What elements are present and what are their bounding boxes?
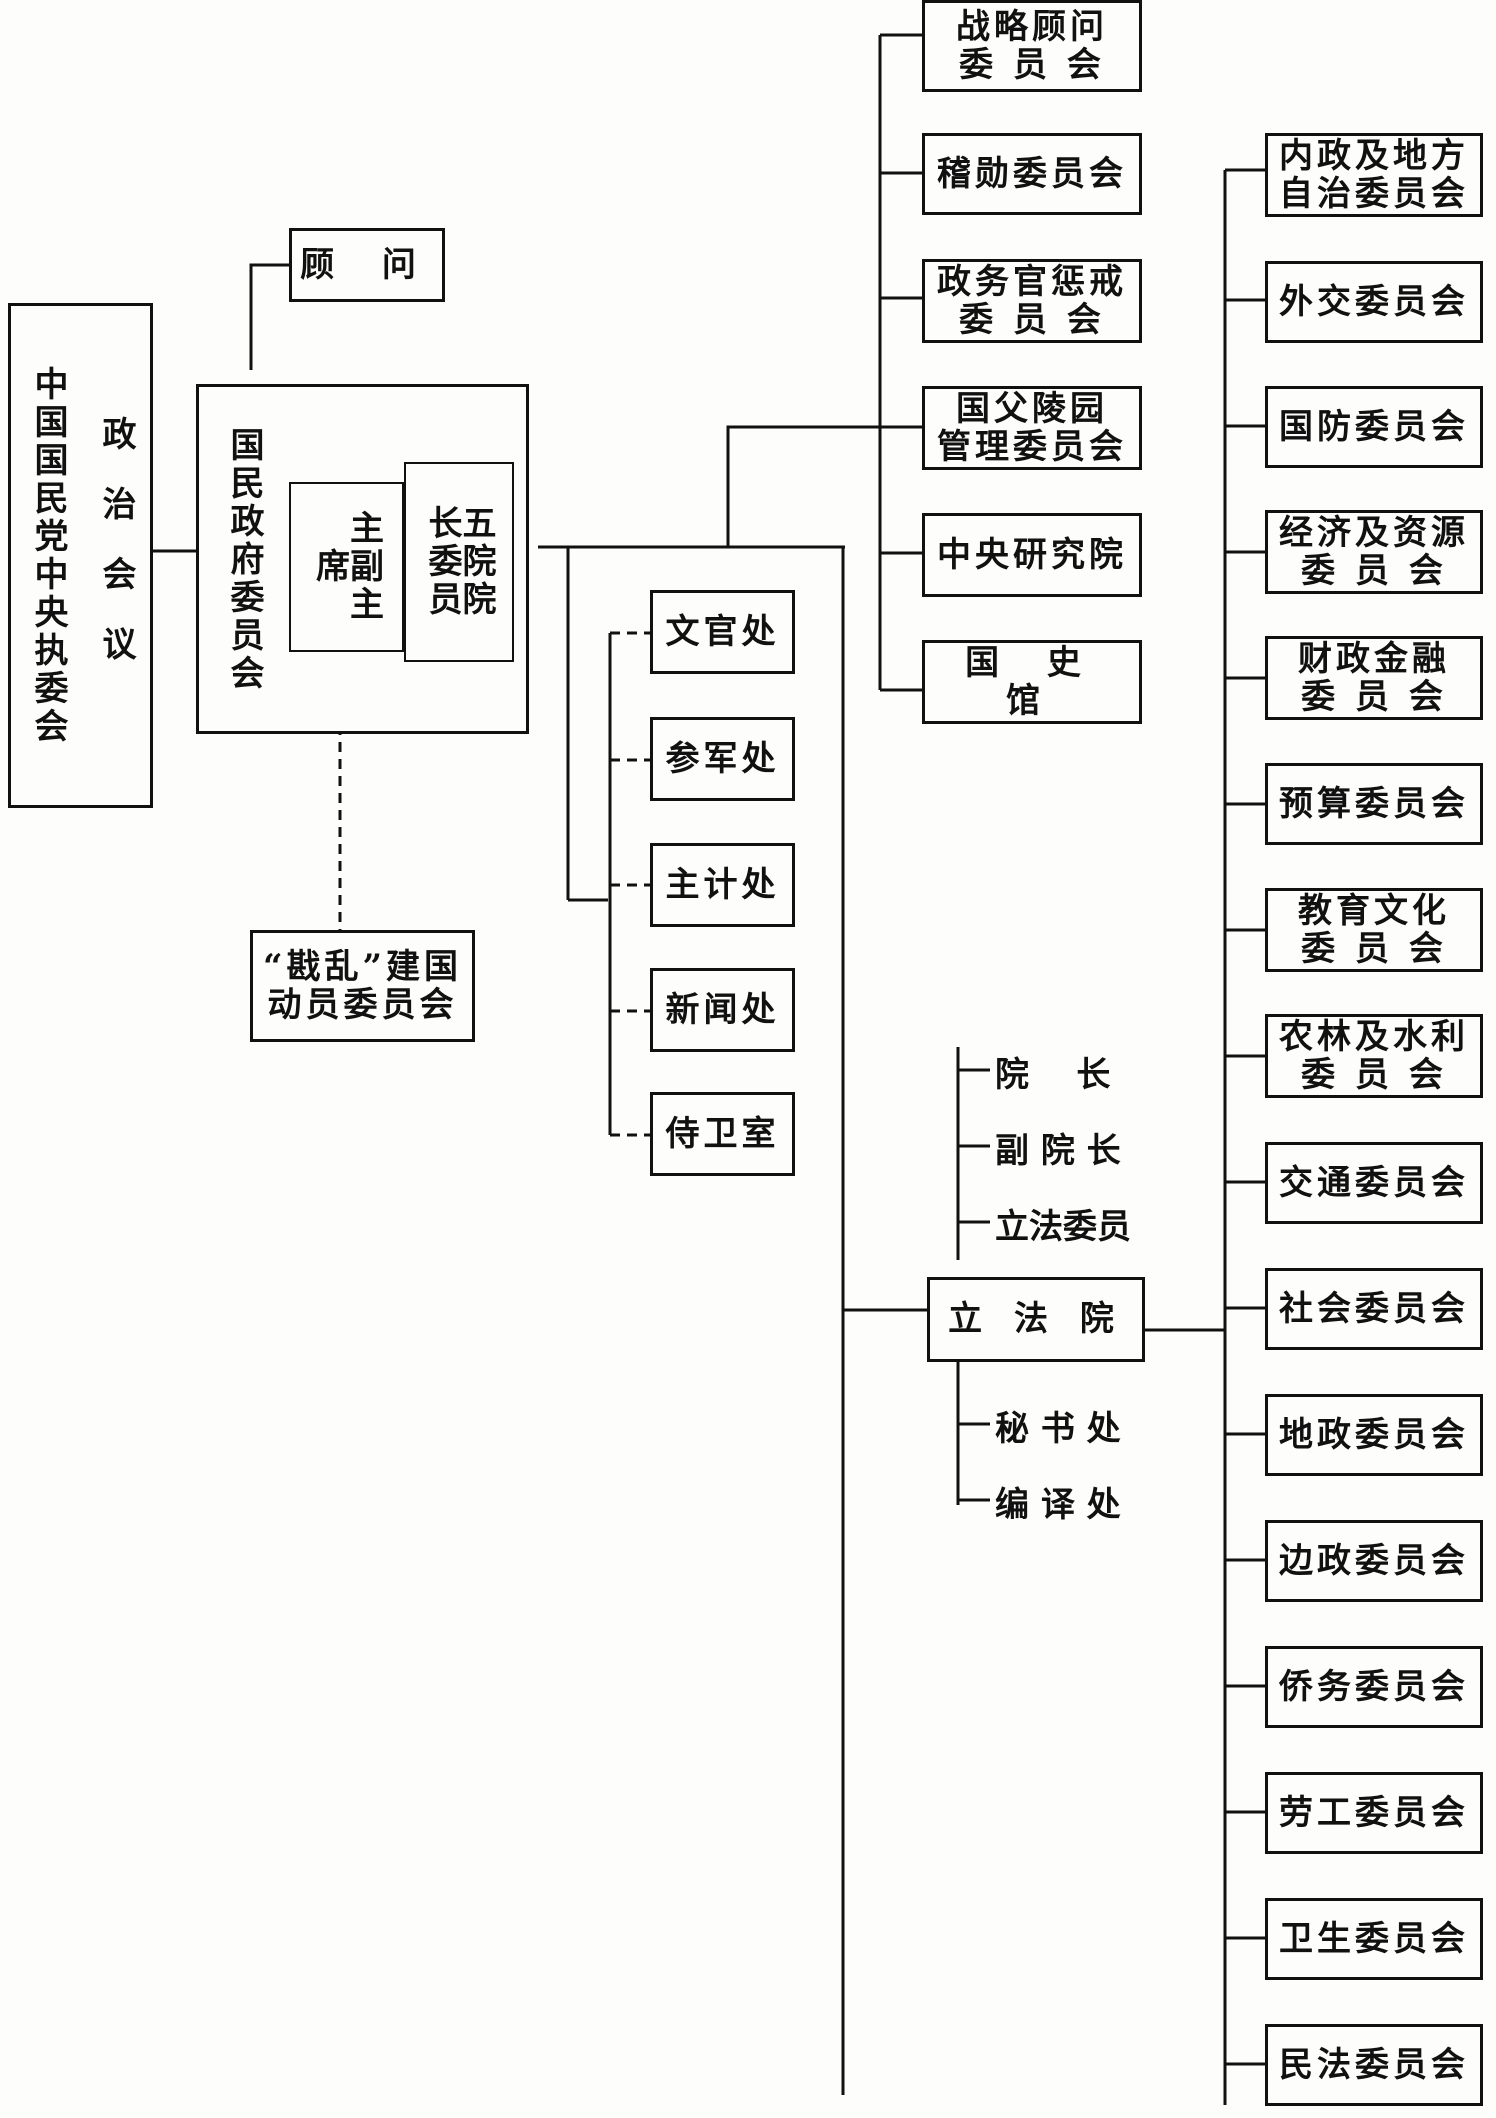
legislative-yuan-box: 立 法 院 — [927, 1277, 1145, 1362]
committee-line1: 农林及水利 — [1279, 1016, 1469, 1057]
top-org-line1: 中央研究院 — [937, 534, 1127, 575]
committee-line1: 劳工委员会 — [1279, 1792, 1469, 1833]
office-label: 新闻处 — [665, 989, 780, 1030]
legislative-upper-0: 院 长 — [995, 1055, 1111, 1095]
advisor-box: 顾 问 — [289, 228, 445, 302]
advisor-label: 顾 问 — [300, 244, 434, 285]
office-label: 文官处 — [665, 611, 780, 652]
mobilization-box: “戡乱”建国 动员委员会 — [250, 930, 475, 1042]
committee-line1: 民法委员会 — [1279, 2044, 1469, 2085]
top-org-line2: 委 员 会 — [959, 45, 1105, 85]
office-box-1: 参军处 — [650, 717, 795, 801]
office-box-4: 侍卫室 — [650, 1092, 795, 1176]
committee-box-2: 国防委员会 — [1265, 386, 1483, 468]
committee-box-14: 卫生委员会 — [1265, 1898, 1483, 1980]
committee-box-11: 边政委员会 — [1265, 1520, 1483, 1602]
committee-box-13: 劳工委员会 — [1265, 1772, 1483, 1854]
office-box-3: 新闻处 — [650, 968, 795, 1052]
legislative-upper-1: 副 院 长 — [995, 1131, 1121, 1171]
committee-box-10: 地政委员会 — [1265, 1394, 1483, 1476]
gov-committee-title: 国民政府委员会 — [224, 427, 264, 693]
committee-box-1: 外交委员会 — [1265, 261, 1483, 343]
committee-box-4: 财政金融 委 员 会 — [1265, 636, 1483, 720]
mobilization-line1: “戡乱”建国 — [262, 946, 463, 987]
committee-box-12: 侨务委员会 — [1265, 1646, 1483, 1728]
top-org-line1: 稽勋委员会 — [937, 153, 1127, 194]
root-box: 中国国民党中央执委会 政治会议 — [8, 303, 153, 808]
committee-line2: 委 员 会 — [1301, 1055, 1447, 1095]
chair-label: 主副主席 — [309, 510, 384, 624]
committee-box-3: 经济及资源 委 员 会 — [1265, 510, 1483, 594]
committee-line1: 经济及资源 — [1279, 512, 1469, 553]
committee-box-7: 农林及水利 委 员 会 — [1265, 1014, 1483, 1098]
top-org-0: 战略顾问 委 员 会 — [922, 0, 1142, 92]
committee-line2: 自治委员会 — [1279, 174, 1469, 214]
mobilization-line2: 动员委员会 — [267, 985, 458, 1025]
top-org-2: 政务官惩戒 委 员 会 — [922, 259, 1142, 343]
committee-line1: 边政委员会 — [1279, 1540, 1469, 1581]
committee-box-15: 民法委员会 — [1265, 2024, 1483, 2106]
top-org-4: 中央研究院 — [922, 513, 1142, 597]
committee-box-5: 预算委员会 — [1265, 763, 1483, 845]
top-org-5: 国 史 馆 — [922, 640, 1142, 724]
root-party-label: 中国国民党中央执委会 — [28, 366, 68, 746]
committee-line1: 预算委员会 — [1279, 783, 1469, 824]
committee-line1: 地政委员会 — [1279, 1414, 1469, 1455]
committee-line2: 委 员 会 — [1301, 551, 1447, 591]
committee-line1: 交通委员会 — [1279, 1162, 1469, 1203]
gov-committee-box: 国民政府委员会 主副主席 五院院长委员 — [196, 384, 529, 734]
office-label: 主计处 — [665, 864, 780, 905]
committee-line1: 教育文化 — [1298, 890, 1450, 931]
committee-box-9: 社会委员会 — [1265, 1268, 1483, 1350]
committee-line1: 社会委员会 — [1279, 1288, 1469, 1329]
top-org-line1: 政务官惩戒 — [937, 261, 1127, 302]
legislative-upper-2: 立法委员 — [995, 1207, 1131, 1247]
committee-line2: 委 员 会 — [1301, 929, 1447, 969]
committee-line1: 国防委员会 — [1279, 406, 1469, 447]
committee-line1: 外交委员会 — [1279, 281, 1469, 322]
legislative-lower-0: 秘 书 处 — [995, 1409, 1121, 1449]
committee-line1: 卫生委员会 — [1279, 1918, 1469, 1959]
committee-line2: 委 员 会 — [1301, 677, 1447, 717]
committee-box-8: 交通委员会 — [1265, 1142, 1483, 1224]
office-label: 侍卫室 — [665, 1113, 780, 1154]
top-org-line1: 国 史 馆 — [965, 642, 1099, 721]
members-box: 五院院长委员 — [404, 462, 514, 662]
committee-line1: 财政金融 — [1298, 638, 1450, 679]
office-box-0: 文官处 — [650, 590, 795, 674]
root-political-council-label: 政治会议 — [96, 416, 136, 696]
office-box-2: 主计处 — [650, 843, 795, 927]
committee-line1: 侨务委员会 — [1279, 1666, 1469, 1707]
committee-line1: 内政及地方 — [1279, 135, 1469, 176]
top-org-3: 国父陵园 管理委员会 — [922, 386, 1142, 470]
office-label: 参军处 — [665, 738, 780, 779]
chair-box: 主副主席 — [289, 482, 404, 652]
top-org-line1: 国父陵园 — [956, 388, 1108, 429]
members-label: 五院院长委员 — [422, 505, 496, 619]
top-org-1: 稽勋委员会 — [922, 133, 1142, 215]
top-org-line2: 管理委员会 — [937, 427, 1127, 467]
legislative-yuan-label: 立 法 院 — [948, 1299, 1124, 1340]
top-org-line1: 战略顾问 — [956, 6, 1108, 47]
committee-box-6: 教育文化 委 员 会 — [1265, 888, 1483, 972]
legislative-lower-1: 编 译 处 — [995, 1485, 1121, 1525]
top-org-line2: 委 员 会 — [959, 300, 1105, 340]
committee-box-0: 内政及地方 自治委员会 — [1265, 133, 1483, 217]
